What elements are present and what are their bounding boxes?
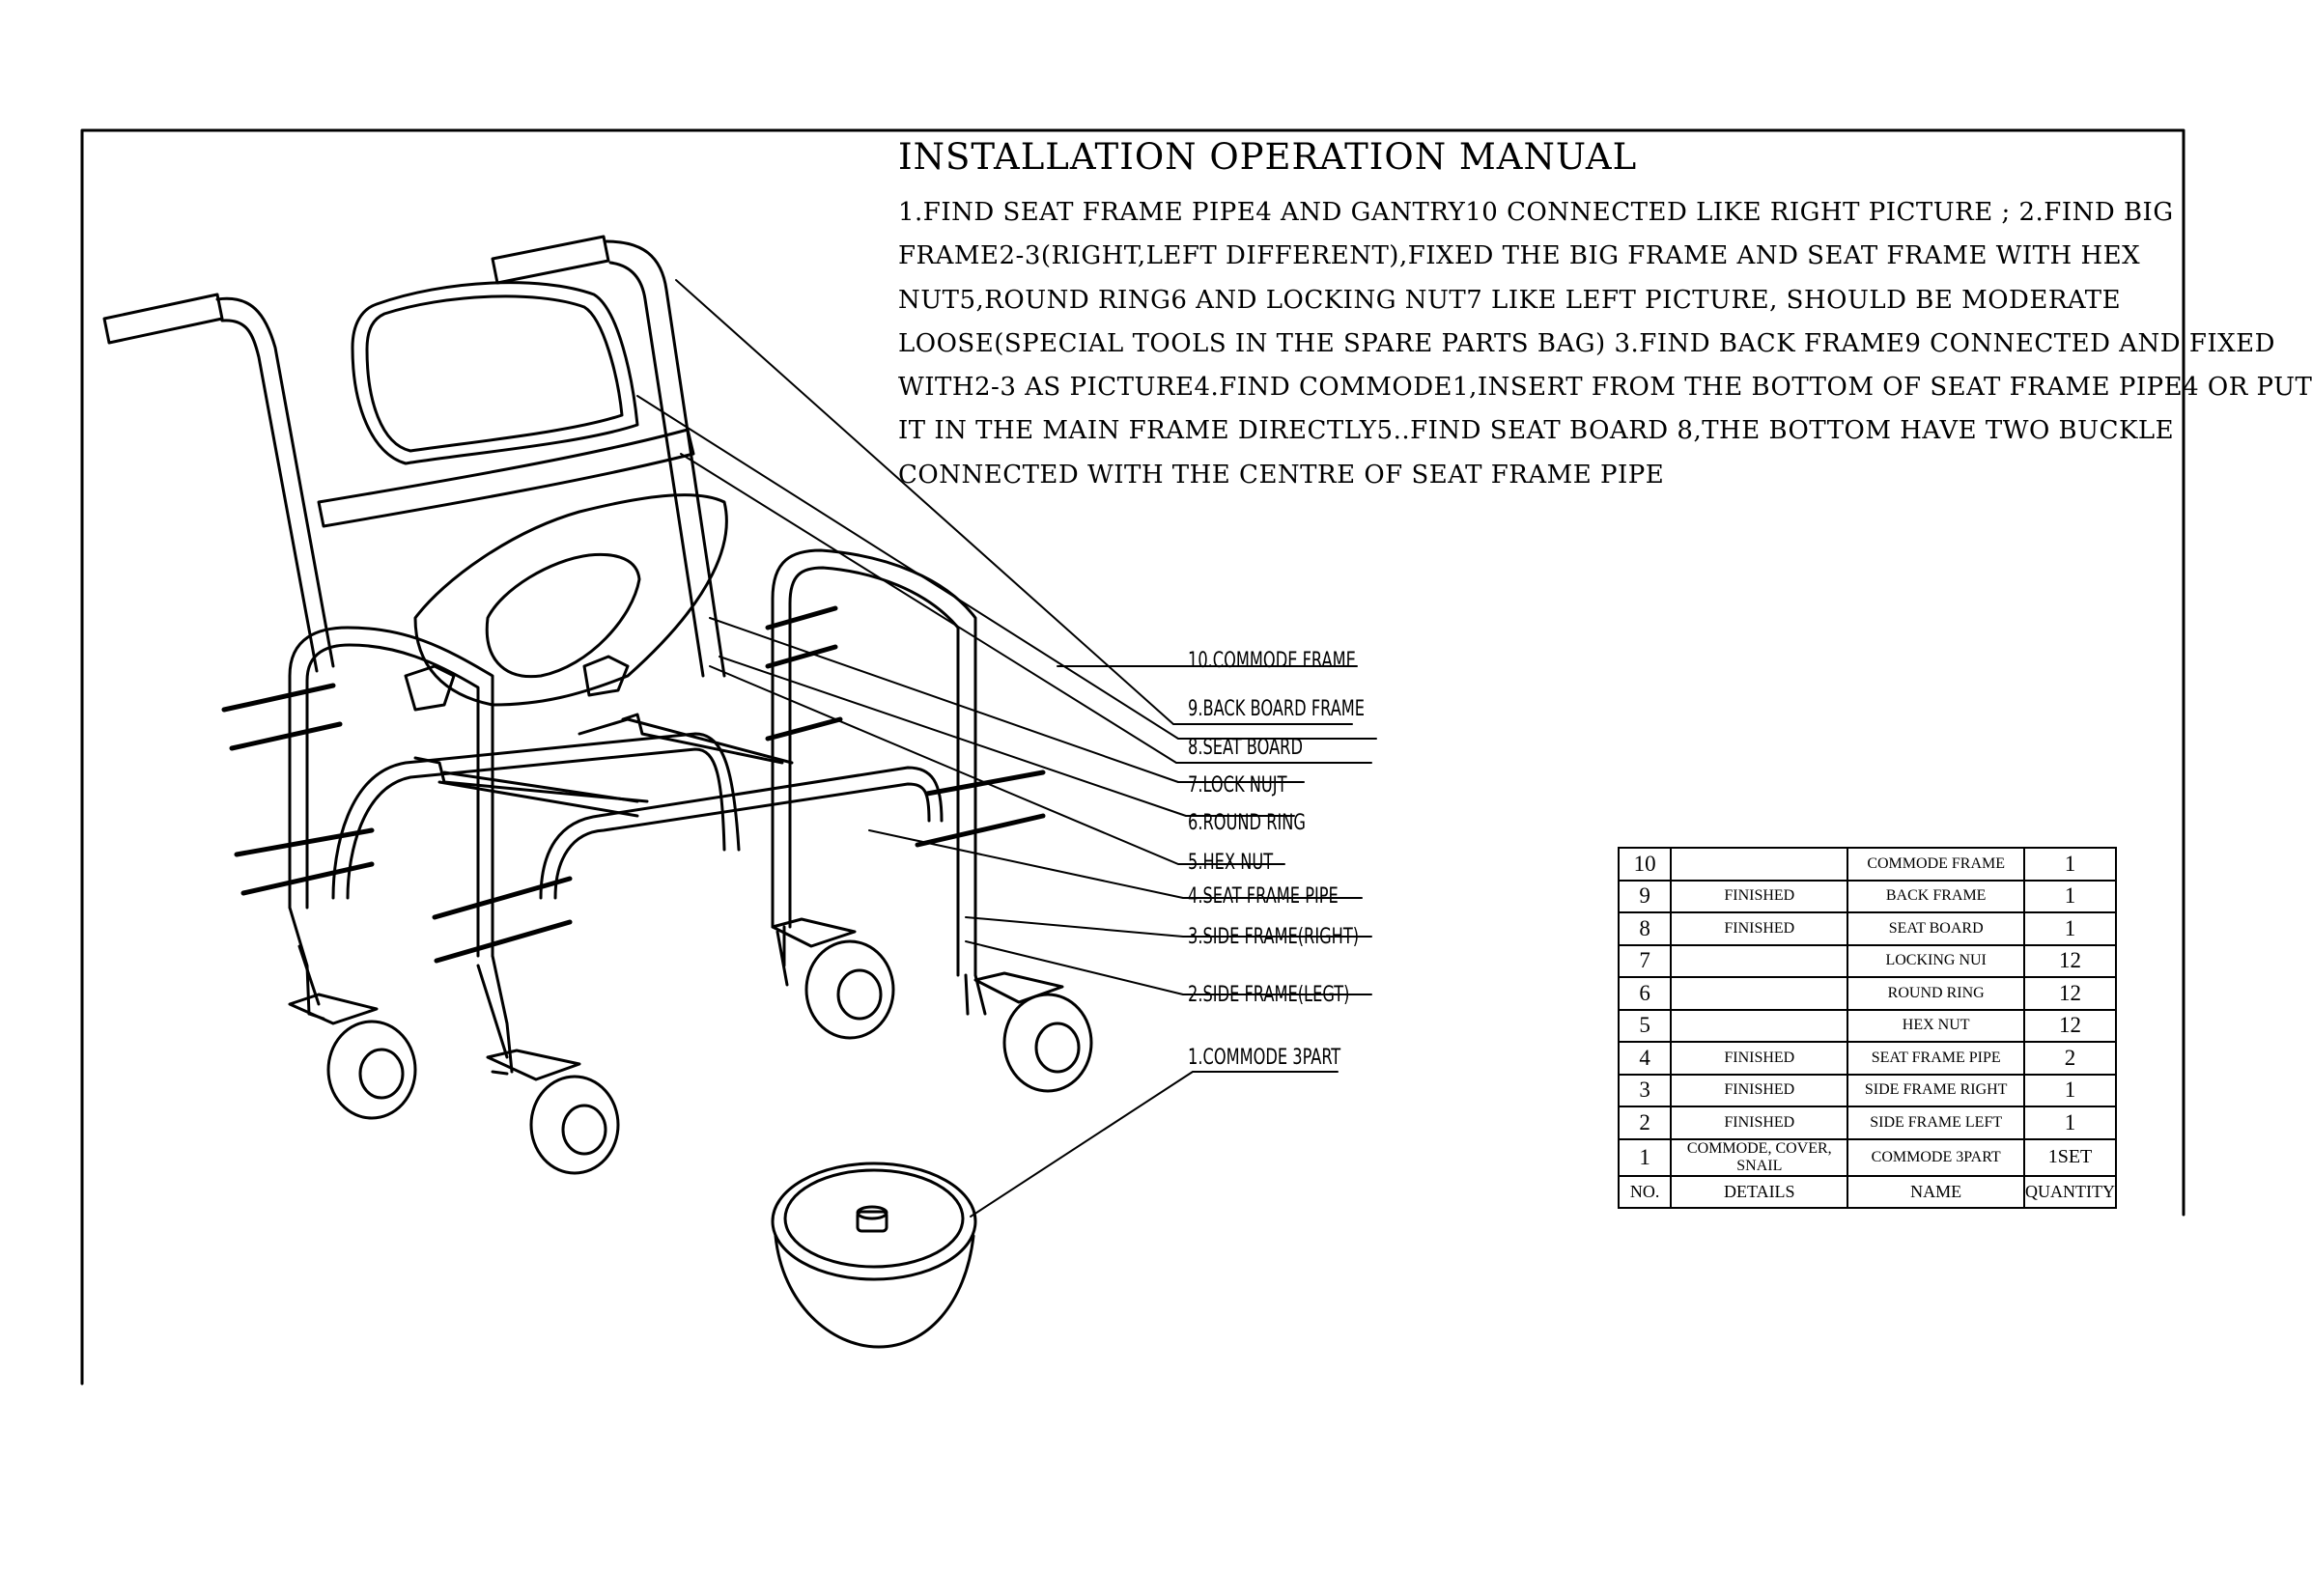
table-row: 8 FINISHED SEAT BOARD 1 [1617,911,2117,946]
instruction-block: INSTALLATION OPERATION MANUAL 1.FIND SEA… [898,135,2312,497]
drawing-border [80,128,2185,1386]
callout-hex-nut: 5.HEX NUT [1188,851,1274,875]
table-row: 5 HEX NUT 12 [1617,1008,2117,1043]
row-qty: 12 [2023,1008,2117,1043]
callout-side-frame-left: 2.SIDE FRAME(LEGT) [1188,983,1350,1007]
row-details [1670,976,1849,1011]
row-no: 7 [1617,943,1673,978]
row-name: COMMODE FRAME [1847,847,2025,882]
row-no: 8 [1617,911,1673,946]
manual-line: 1.FIND SEAT FRAME PIPE4 AND GANTRY10 CON… [898,198,2174,227]
table-row: 7 LOCKING NUI 12 [1617,943,2117,978]
row-details: FINISHED [1670,1073,1849,1107]
table-row: 2 FINISHED SIDE FRAME LEFT 1 [1617,1106,2117,1140]
row-qty: 1 [2023,1106,2117,1140]
header-no: NO. [1617,1174,1673,1209]
row-name: ROUND RING [1847,976,2025,1011]
callout-commode-frame: 10.COMMODE FRAME [1188,649,1356,673]
caster-wheel-4 [973,971,1093,1093]
row-no: 2 [1617,1106,1673,1140]
callout-round-ring: 6.ROUND RING [1188,811,1306,835]
row-details [1670,943,1849,978]
callout-seat-frame-pipe: 4.SEAT FRAME PIPE [1188,884,1339,909]
row-details: FINISHED [1670,911,1849,946]
row-name: SEAT BOARD [1847,911,2025,946]
header-name: NAME [1847,1174,2025,1209]
parts-table: 10 COMMODE FRAME 1 9 FINISHED BACK FRAME… [1617,847,2117,1209]
callout-lock-nut: 7.LOCK NUJT [1188,773,1287,798]
caster-wheel-1 [288,993,417,1120]
push-handle-right [491,235,726,678]
row-qty: 1SET [2023,1137,2117,1177]
row-name: SEAT FRAME PIPE [1847,1041,2025,1076]
manual-line: FRAME2-3(RIGHT,LEFT DIFFERENT),FIXED THE… [898,241,2141,271]
row-name: LOCKING NUI [1847,943,2025,978]
header-quantity: QUANTITY [2023,1174,2117,1209]
row-details: FINISHED [1670,1041,1849,1076]
caster-wheel-2 [486,1049,620,1175]
row-details: FINISHED [1670,1106,1849,1140]
row-no: 4 [1617,1041,1673,1076]
caster-wheel-3 [771,917,895,1040]
row-qty: 12 [2023,943,2117,978]
table-row: 4 FINISHED SEAT FRAME PIPE 2 [1617,1041,2117,1076]
table-header-row: NO. DETAILS NAME QUANTITY [1617,1174,2117,1209]
row-no: 5 [1617,1008,1673,1043]
row-name: HEX NUT [1847,1008,2025,1043]
row-details [1670,847,1849,882]
row-qty: 1 [2023,879,2117,913]
row-name: SIDE FRAME RIGHT [1847,1073,2025,1107]
manual-title: INSTALLATION OPERATION MANUAL [898,136,1638,178]
table-row: 1 COMMODE, COVER, SNAIL COMMODE 3PART 1S… [1617,1137,2117,1177]
table-row: 6 ROUND RING 12 [1617,976,2117,1011]
callout-side-frame-right: 3.SIDE FRAME(RIGHT) [1188,925,1360,949]
table-row: 9 FINISHED BACK FRAME 1 [1617,879,2117,913]
manual-line: WITH2-3 AS PICTURE4.FIND COMMODE1,INSERT… [898,373,2312,403]
side-frame-left [288,626,514,1076]
callout-back-board-frame: 9.BACK BOARD FRAME [1188,697,1366,721]
manual-line: LOOSE(SPECIAL TOOLS IN THE SPARE PARTS B… [898,328,2275,358]
row-details [1670,1008,1849,1043]
row-qty: 12 [2023,976,2117,1011]
back-board [351,281,639,465]
row-no: 1 [1617,1137,1673,1177]
row-qty: 2 [2023,1041,2117,1076]
table-row: 10 COMMODE FRAME 1 [1617,847,2117,882]
callout-commode-3part: 1.COMMODE 3PART [1188,1046,1341,1070]
seat-frame-pipe [413,713,784,803]
commode-pot [771,1162,977,1349]
row-name: COMMODE 3PART [1847,1137,2025,1177]
row-no: 10 [1617,847,1673,882]
row-details: COMMODE, COVER, SNAIL [1670,1137,1849,1177]
header-details: DETAILS [1670,1174,1849,1209]
table-row: 3 FINISHED SIDE FRAME RIGHT 1 [1617,1073,2117,1107]
assembly-drawing [80,128,2185,1386]
row-qty: 1 [2023,847,2117,882]
row-details: FINISHED [1670,879,1849,913]
row-name: SIDE FRAME LEFT [1847,1106,2025,1140]
row-name: BACK FRAME [1847,879,2025,913]
row-qty: 1 [2023,1073,2117,1107]
manual-line: IT IN THE MAIN FRAME DIRECTLY5..FIND SEA… [898,416,2175,446]
row-no: 6 [1617,976,1673,1011]
row-no: 3 [1617,1073,1673,1107]
push-handle-left [102,293,335,673]
manual-line: NUT5,ROUND RING6 AND LOCKING NUT7 LIKE L… [898,285,2122,315]
callout-seat-board: 8.SEAT BOARD [1188,736,1303,760]
row-qty: 1 [2023,911,2117,946]
manual-line: CONNECTED WITH THE CENTRE OF SEAT FRAME … [898,460,1665,490]
row-no: 9 [1617,879,1673,913]
